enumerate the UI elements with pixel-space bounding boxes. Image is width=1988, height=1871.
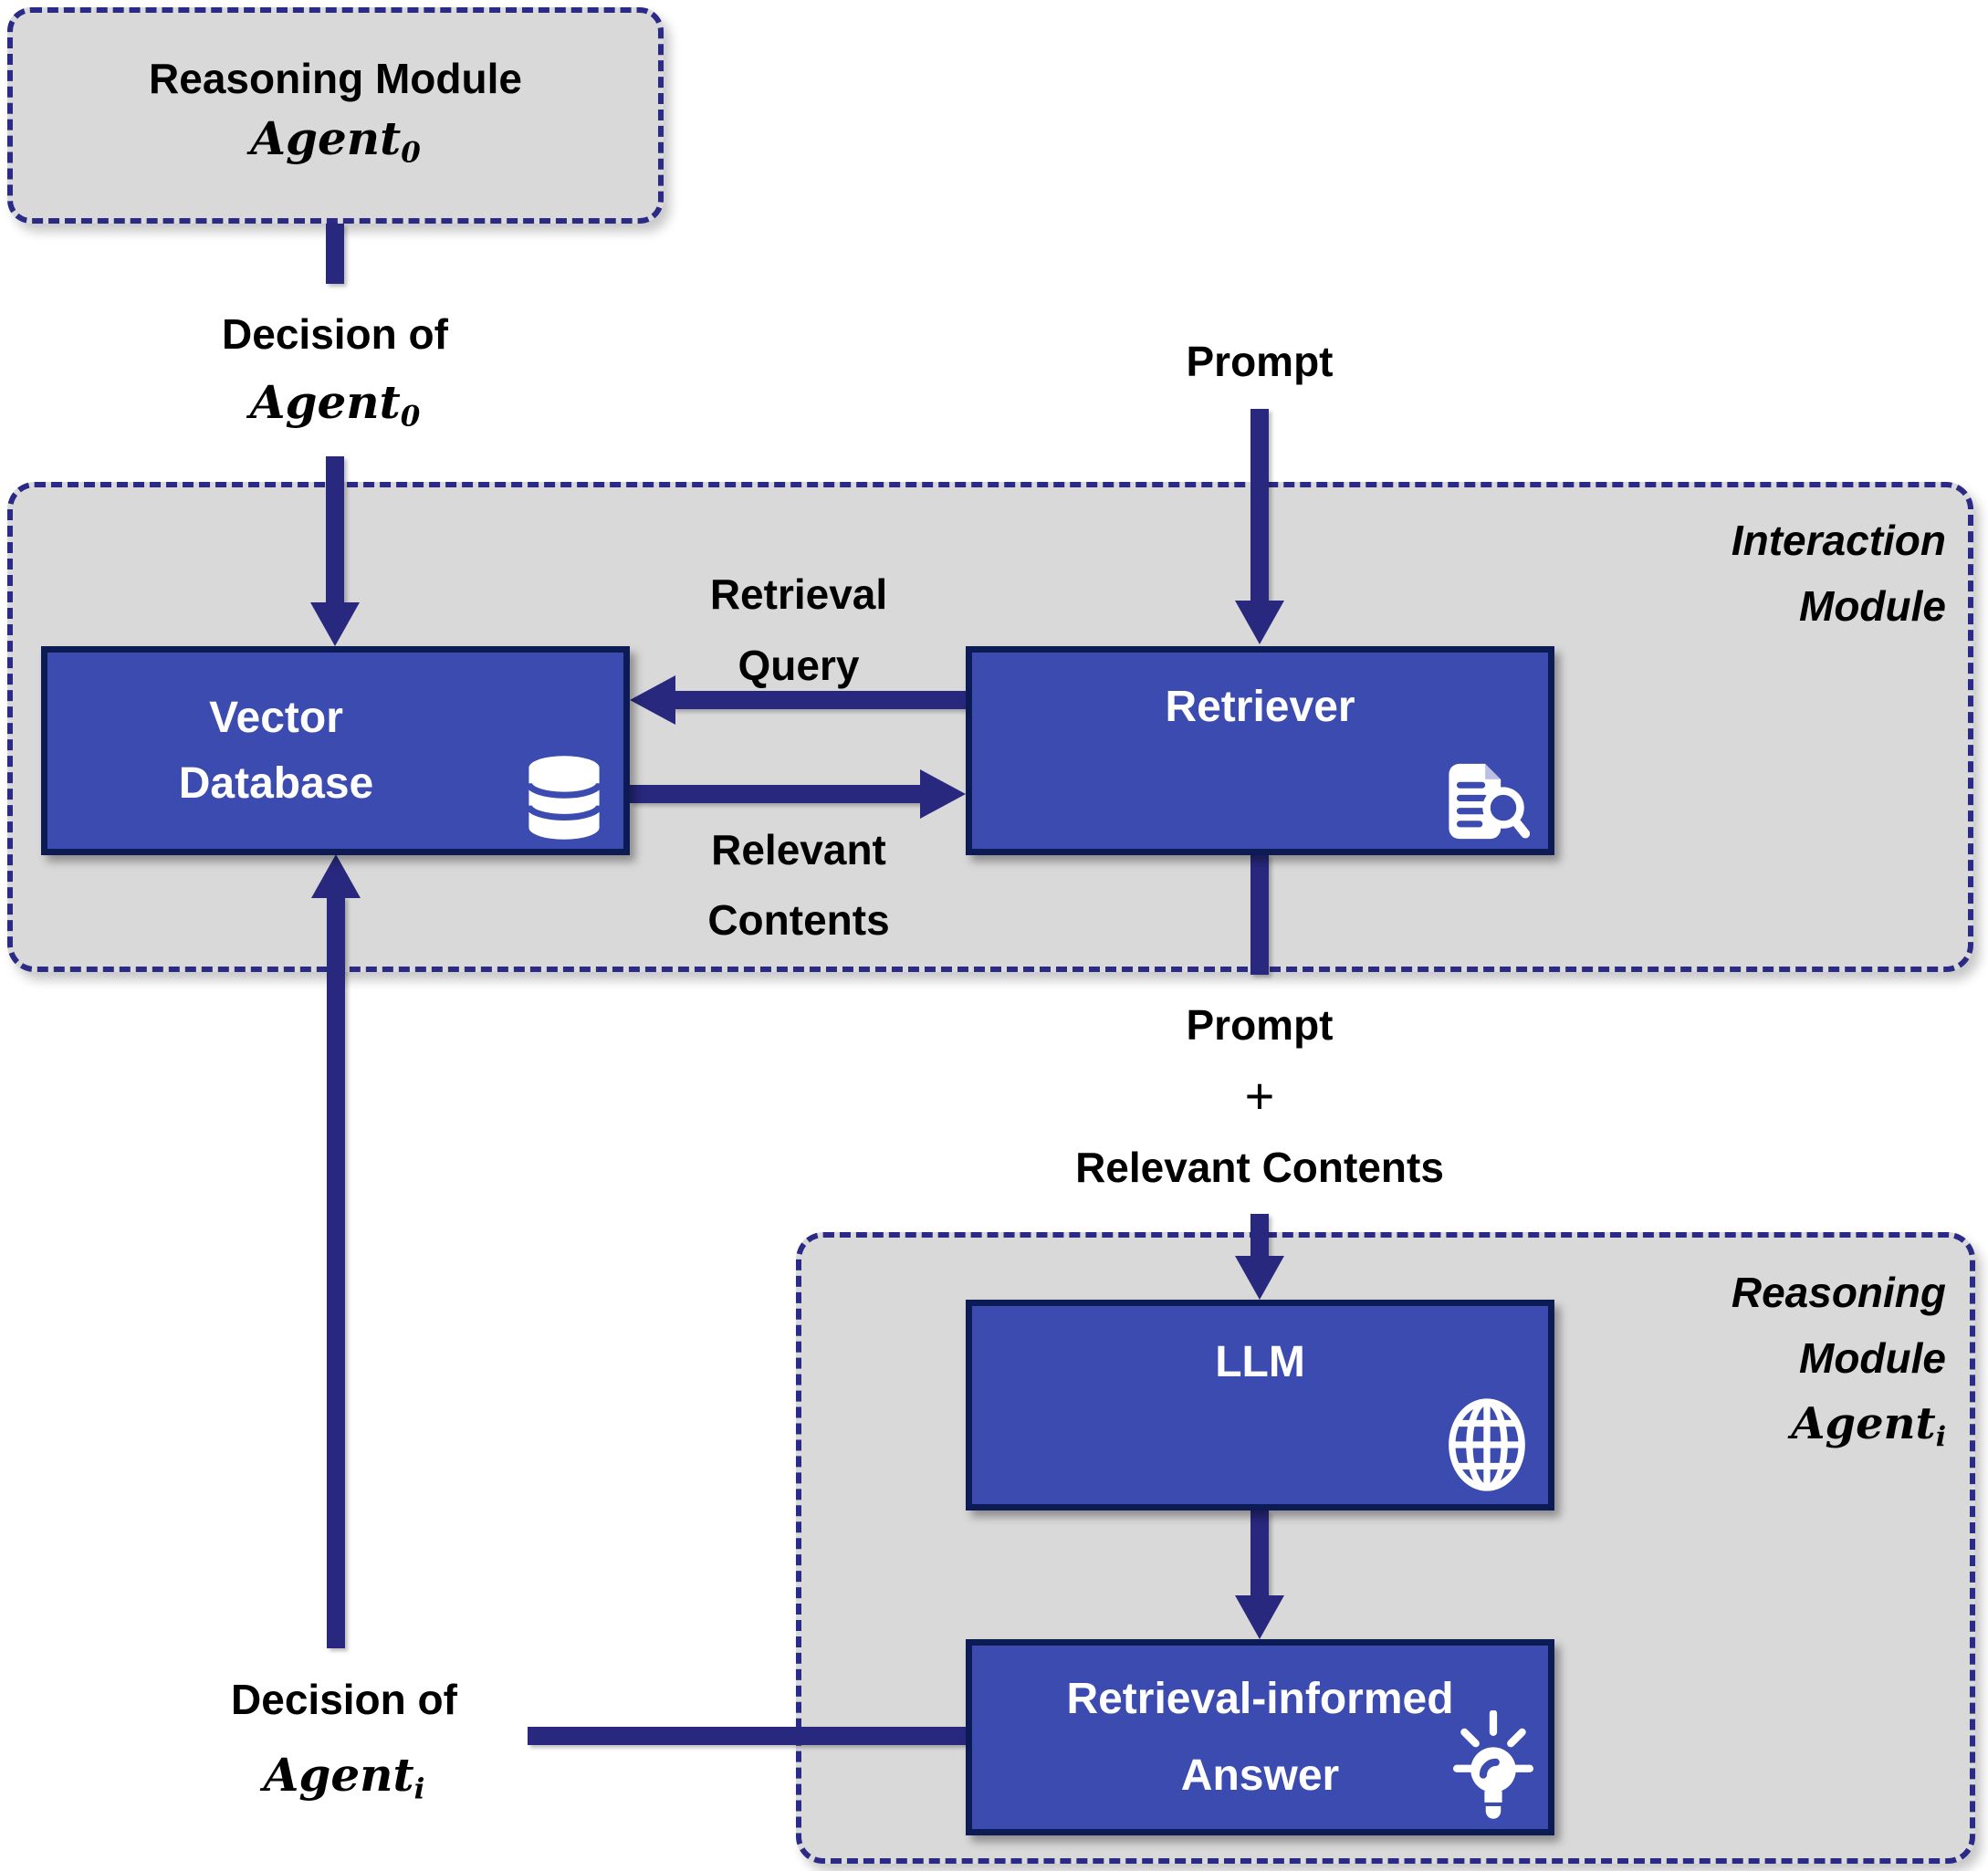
agenti-term: Agenti xyxy=(1791,1398,1946,1454)
llm-to-answer-arrow-shaft xyxy=(1250,1510,1269,1597)
relevant-contents-arrow-shaft xyxy=(630,785,922,803)
relevant-contents-label: Relevant Contents xyxy=(707,826,890,944)
retrieval-query-arrow-shaft xyxy=(672,691,966,709)
vector-database-label: Vector Database xyxy=(178,693,374,808)
retriever-label: Retriever xyxy=(1165,683,1355,731)
vector-database-box: Vector Database xyxy=(41,646,630,855)
prompt-arrow-shaft xyxy=(1250,409,1269,602)
decision0-arrow-shaft xyxy=(326,456,344,604)
retrieval-query-arrowhead xyxy=(630,675,675,725)
prompt-arrowhead xyxy=(1235,601,1284,644)
relevant-contents-arrowhead xyxy=(920,769,966,819)
decision-i-vertical-line xyxy=(327,896,345,1648)
globe-icon xyxy=(1449,1398,1525,1491)
reasoning-module-agent0-title: Reasoning Module xyxy=(149,54,522,102)
llm-to-answer-arrowhead xyxy=(1235,1595,1284,1639)
decision-i-horizontal-line xyxy=(528,1727,968,1745)
llm-input-arrow-shaft xyxy=(1250,1214,1269,1258)
retriever-box: Retriever xyxy=(966,646,1554,855)
reasoning-module-agenti-label: Reasoning Module Agenti xyxy=(1732,1260,1946,1470)
agent0-connector-stub xyxy=(326,224,344,284)
retrieval-informed-answer-box: Retrieval-informed Answer xyxy=(966,1639,1554,1835)
retriever-output-line xyxy=(1250,854,1269,975)
document-search-icon xyxy=(1449,763,1530,840)
database-icon xyxy=(525,756,603,840)
interaction-module-label: Interaction Module xyxy=(1731,517,1946,630)
decision0-arrowhead xyxy=(310,602,360,646)
decision-of-agent0-label: Decision of Agent0 xyxy=(222,310,448,434)
decision-i-arrowhead xyxy=(311,854,361,898)
lightbulb-icon xyxy=(1453,1710,1533,1819)
prompt-plus-relevant-contents-label: Prompt + Relevant Contents xyxy=(1075,1001,1444,1191)
llm-input-arrowhead xyxy=(1235,1256,1284,1300)
llm-box: LLM xyxy=(966,1300,1554,1510)
retrieval-query-label: Retrieval Query xyxy=(709,570,888,689)
prompt-top-label: Prompt xyxy=(1186,338,1334,385)
llm-label: LLM xyxy=(1215,1338,1305,1386)
retrieval-informed-answer-label: Retrieval-informed Answer xyxy=(1066,1674,1454,1800)
decision-of-agenti-label: Decision of Agenti xyxy=(231,1676,457,1806)
reasoning-module-agent0-box: Reasoning Module Agent0 xyxy=(7,7,664,224)
agent0-term: Agent0 xyxy=(250,110,421,170)
